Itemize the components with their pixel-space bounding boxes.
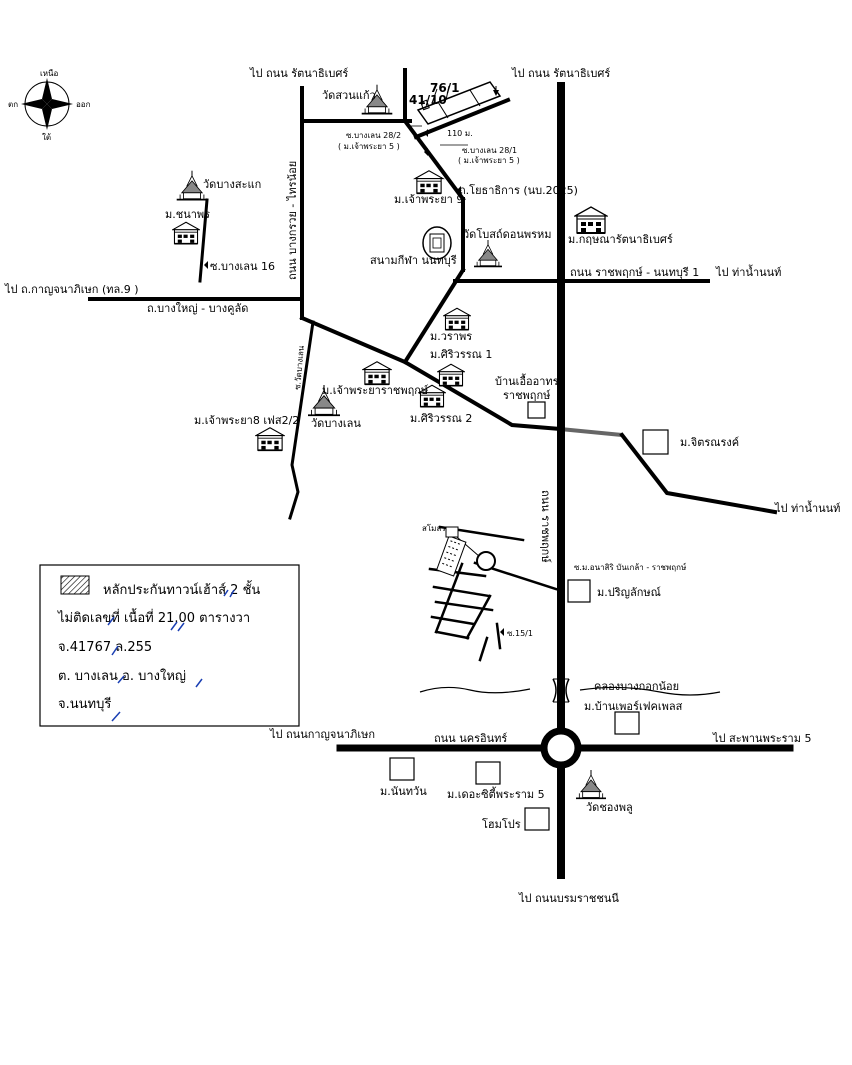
- label-home-pro: โฮมโปร: [482, 817, 521, 831]
- legend-area-line: ไม่ติดเลขที่ เนื้อที่ 21.00 ตารางวา: [57, 608, 250, 626]
- label-moo-chaophraya5-a: ( ม.เจ้าพระยา 5 ): [338, 142, 400, 151]
- label-moo-chaophraya5-b: ( ม.เจ้าพระยา 5 ): [458, 156, 520, 165]
- label-soi-anasiri: ซ.ม.อนาสิริ บันเกล้า - ราชพฤกษ์: [574, 562, 686, 572]
- label-ban-ua-athon-2: ราชพฤกษ์: [503, 389, 551, 402]
- legend-district-line: ต. บางเลน อ. บางใหญ่: [58, 668, 186, 684]
- label-moo-waraporn: ม.วราพร: [430, 330, 472, 343]
- legend-hatch-swatch: [60, 575, 90, 595]
- label-wat-bang-len: วัดบางเลน: [311, 417, 361, 430]
- label-wat-bang-sa-kae: วัดบางสะแก: [203, 178, 261, 191]
- label-soi-bang-len-16: ซ.บางเลน 16: [210, 260, 275, 273]
- label-to-rama5-bridge: ไป สะพานพระราม 5: [712, 732, 811, 745]
- label-to-kanchanaphisek-left: ไป ถ.กาญจนาภิเษก (ทล.9 ): [4, 283, 139, 296]
- compass-south-label: ใต้: [42, 133, 51, 142]
- place-labels: วัดสวนแก้ว วัดบางสะแก ม.ชนาพร ม.เจ้าพระย…: [165, 89, 739, 831]
- moo-parinyalak-box-icon: [567, 579, 591, 603]
- wat-song-phlu-temple-icon: [575, 770, 607, 800]
- landmark-icons: [172, 84, 669, 831]
- label-moo-sirawan2: ม.ศิริวรรณ 2: [410, 412, 472, 425]
- label-ratchaphruek-road: ถนน ราชพฤกษ์: [539, 490, 552, 563]
- label-to-tha-nam-non-top: ไป ท่าน้ำนนท์: [715, 264, 781, 279]
- wat-bot-don-phrom-temple-icon: [473, 240, 503, 268]
- compass-rose-icon: เหนือ ใต้ ออก ตก: [8, 69, 91, 142]
- moo-chaophraya-ratchaphruek-house-icon: [362, 360, 392, 386]
- label-road-2025: ถ.โยธาธิการ (นบ.2025): [459, 183, 578, 197]
- label-moo-ban-perfect-place: ม.บ้านเพอร์เฟคเพลส: [584, 700, 683, 713]
- label-khlong-bangkok-noi: คลองบางกอกน้อย: [594, 680, 679, 693]
- road-labels: ไป ถนน รัตนาธิเบศร์ ไป ถนน รัตนาธิเบศร์ …: [4, 67, 840, 905]
- legend-box: หลักประกันทาวน์เฮ้าส์ 2 ชั้น ไม่ติดเลขที…: [39, 564, 300, 727]
- home-pro-box-icon: [524, 807, 550, 831]
- label-plot-76-1: 76/1: [430, 81, 459, 95]
- moo-kritsada-house-icon: [574, 206, 608, 234]
- moo-the-city-box-icon: [475, 761, 501, 785]
- legend-deed-line: จ.41767 ล.255: [58, 640, 152, 655]
- subject-plot-detail: [204, 81, 504, 636]
- road-network: [88, 68, 794, 879]
- moo-chaophraya9-house-icon: [414, 169, 444, 195]
- label-soi-bang-len-28-1: ซ.บางเลน 28/1: [462, 146, 517, 155]
- label-soi-bang-len-28-2: ซ.บางเลน 28/2: [346, 131, 401, 140]
- label-wat-suan-kaeo: วัดสวนแก้ว: [322, 89, 376, 102]
- label-moo-chaophraya-ratchaphruek: ม.เจ้าพระยาราชพฤกษ์: [322, 384, 428, 397]
- label-distance-110: 110 ม.: [447, 129, 473, 138]
- label-moo-jittranarong: ม.จิตรณรงค์: [680, 436, 739, 449]
- label-to-kanchanaphisek-bottom: ไป ถนนกาญจนาภิเษก: [269, 728, 375, 741]
- label-to-tha-nam-non-right: ไป ท่าน้ำนนท์: [774, 500, 840, 515]
- label-moo-sirawan1: ม.ศิริวรรณ 1: [430, 348, 492, 361]
- label-to-borommaratchachonnani: ไป ถนนบรมราชชนนี: [518, 892, 619, 905]
- label-bang-yai-bang-khu-wat: ถ.บางใหญ่ - บางคูลัด: [147, 302, 248, 315]
- legend-marker-label: หลักประกันทาวน์เฮ้าส์ 2 ชั้น: [103, 580, 260, 598]
- label-plot-41-10: 41/10: [409, 93, 447, 107]
- label-ban-ua-athon-1: บ้านเอื้ออาทร: [495, 373, 559, 388]
- label-wat-bot-don-phrom: วัดโบสถ์ดอนพรหม: [463, 227, 552, 241]
- label-moo-chaophraya9: ม.เจ้าพระยา 9: [394, 193, 463, 206]
- label-sa-lo-mo: สโมสร: [422, 523, 446, 533]
- moo-chanaporn-house-icon: [172, 221, 200, 245]
- moo-jittranarong-box-icon: [642, 429, 669, 455]
- legend-province-line: จ.นนทบุรี: [58, 696, 111, 712]
- label-moo-the-city-rama5: ม.เดอะซิตี้พระราม 5: [447, 786, 545, 801]
- label-bang-kruai-sai-noi: ถนน บางกรวย - ไทรน้อย: [286, 161, 299, 280]
- label-moo-chaophraya8: ม.เจ้าพระยา8 เฟส2/2: [194, 414, 299, 427]
- moo-sirawan1-house-icon: [437, 363, 465, 387]
- label-stadium: สนามกีฬา นนทบุรี: [370, 254, 457, 267]
- label-moo-chanaporn: ม.ชนาพร: [165, 208, 210, 221]
- compass-west-label: ตก: [8, 100, 18, 109]
- label-moo-nantawan: ม.นันทวัน: [380, 785, 427, 798]
- moo-chaophraya8-house-icon: [255, 426, 285, 452]
- label-ratchaphruek-nonthaburi1: ถนน ราชพฤกษ์ - นนทบุรี 1: [570, 266, 699, 279]
- stadium-icon: [422, 226, 452, 260]
- legend-pen-checkmarks: [107, 589, 235, 722]
- label-to-rattanathibet-right: ไป ถนน รัตนาธิเบศร์: [511, 67, 610, 80]
- label-nakhon-in-road: ถนน นครอินทร์: [434, 732, 507, 745]
- label-wat-song-phlu: วัดชองพลู: [586, 801, 633, 814]
- moo-waraporn-house-icon: [443, 307, 471, 331]
- label-moo-parinyalak: ม.ปริญลักษณ์: [597, 586, 661, 599]
- compass-east-label: ออก: [76, 100, 91, 109]
- moo-ban-perfect-place-box-icon: [614, 711, 640, 735]
- label-to-rattanathibet-left: ไป ถนน รัตนาธิเบศร์: [249, 67, 348, 80]
- label-moo-kritsada: ม.กฤษณารัตนาธิเบศร์: [568, 233, 673, 246]
- ban-ua-athon-box-icon: [527, 401, 546, 419]
- moo-nantawan-box-icon: [389, 757, 415, 781]
- label-soi-15-1: ซ.15/1: [507, 629, 533, 638]
- compass-north-label: เหนือ: [40, 69, 58, 78]
- label-soi-wat-bang-len: ซ.วัดบางเลน: [293, 345, 306, 390]
